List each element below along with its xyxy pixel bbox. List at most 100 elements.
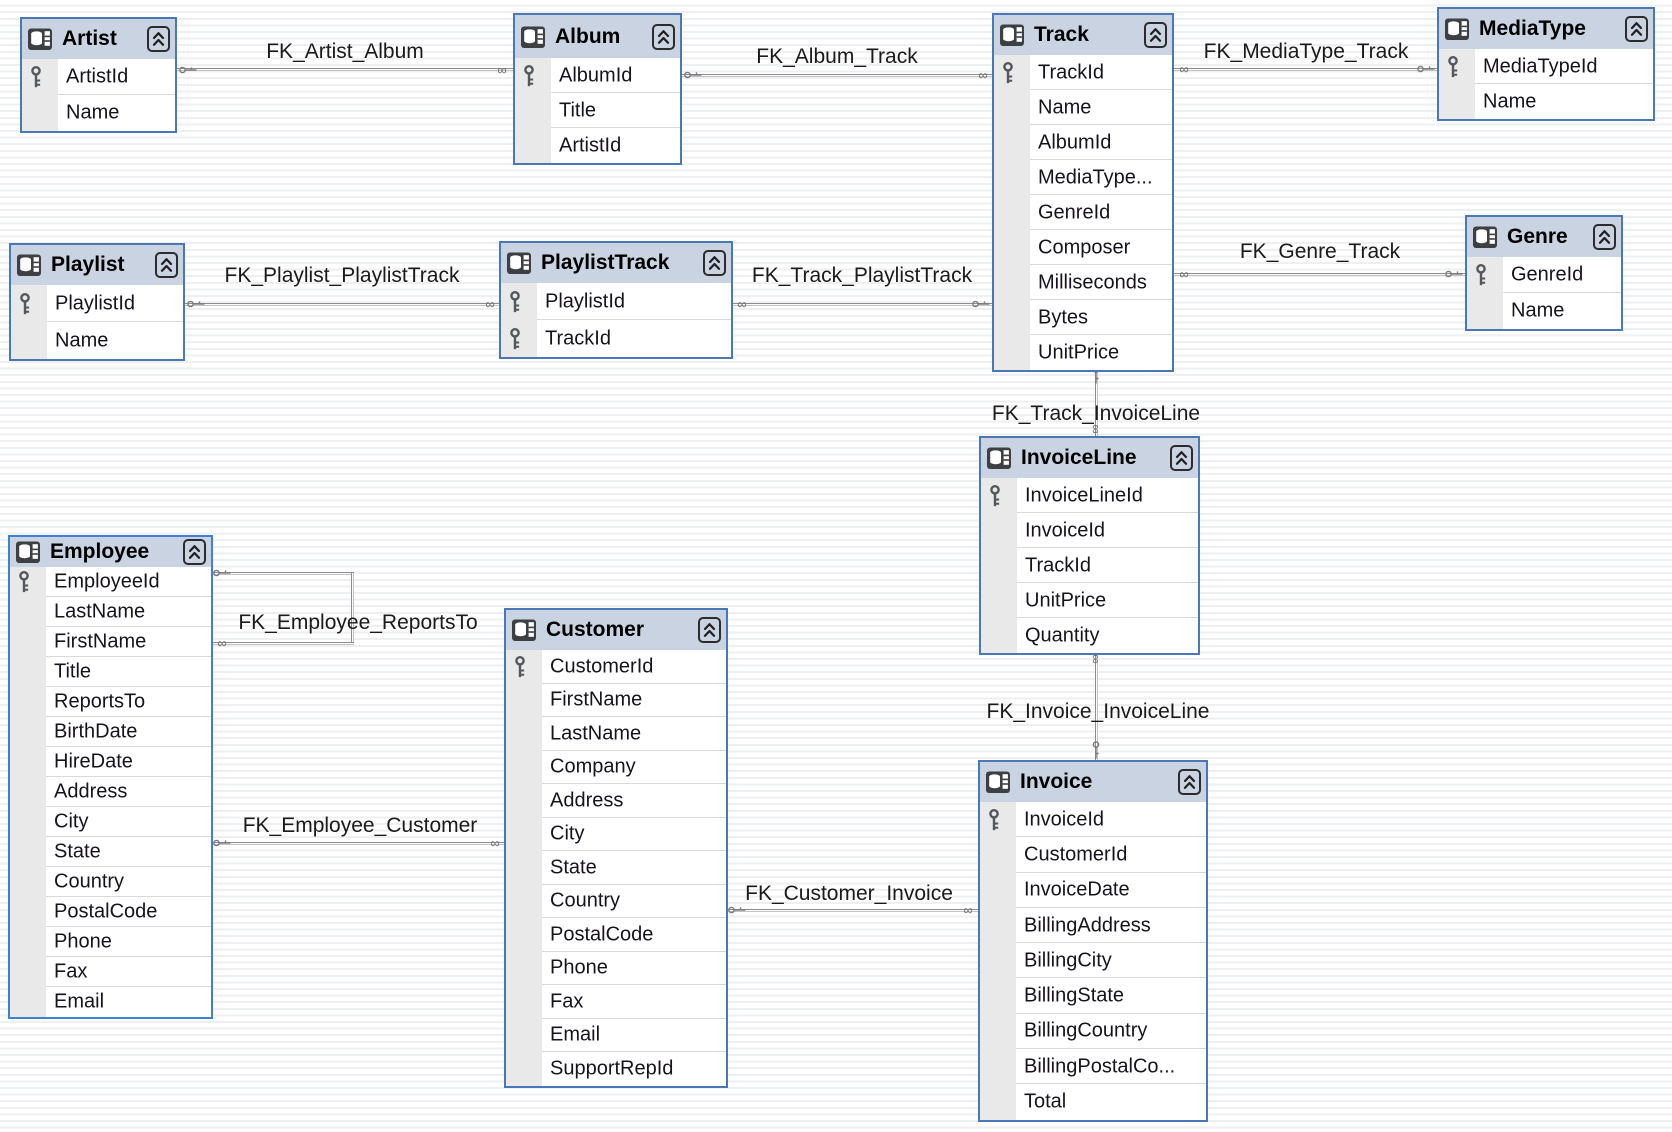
fk-relationship-line[interactable] [177, 68, 513, 71]
field-row[interactable]: State [506, 851, 726, 885]
fk-relationship-line[interactable] [1174, 67, 1437, 71]
fk-relationship-line[interactable] [213, 841, 504, 845]
field-row[interactable]: AlbumId [515, 58, 680, 93]
field-row[interactable]: BirthDate [10, 717, 211, 747]
field-row[interactable]: Name [1467, 293, 1621, 329]
field-row[interactable]: PostalCode [506, 918, 726, 952]
field-row[interactable]: PlaylistId [11, 285, 183, 322]
collapse-button[interactable] [703, 250, 726, 276]
table-header-artist[interactable]: Artist [22, 19, 175, 59]
fk-relationship-line[interactable] [213, 571, 354, 575]
field-row[interactable]: Address [10, 777, 211, 807]
field-row[interactable]: BillingCity [980, 943, 1206, 979]
field-row[interactable]: Phone [10, 927, 211, 957]
field-row[interactable]: Company [506, 751, 726, 785]
table-header-invoiceline[interactable]: InvoiceLine [981, 438, 1198, 478]
field-row[interactable]: MediaType... [994, 160, 1172, 195]
field-row[interactable]: LastName [506, 717, 726, 751]
field-row[interactable]: ReportsTo [10, 687, 211, 717]
field-row[interactable]: Address [506, 784, 726, 818]
field-row[interactable]: Fax [506, 985, 726, 1019]
field-row[interactable]: InvoiceLineId [981, 478, 1198, 513]
field-row[interactable]: BillingCountry [980, 1014, 1206, 1050]
field-row[interactable]: BillingState [980, 978, 1206, 1015]
field-row[interactable]: Name [994, 90, 1172, 125]
field-row[interactable]: Title [10, 657, 211, 687]
field-row[interactable]: GenreId [1467, 257, 1621, 293]
field-row[interactable]: Fax [10, 957, 211, 987]
table-header-track[interactable]: Track [994, 15, 1172, 55]
field-row[interactable]: City [10, 807, 211, 837]
field-row[interactable]: Total [980, 1084, 1206, 1119]
collapse-button[interactable] [147, 26, 170, 52]
table-header-employee[interactable]: Employee [10, 537, 211, 567]
field-row[interactable]: AlbumId [994, 125, 1172, 160]
collapse-button[interactable] [652, 23, 675, 50]
field-row[interactable]: InvoiceDate [980, 873, 1206, 909]
field-row[interactable]: LastName [10, 597, 211, 627]
collapse-button[interactable] [1144, 22, 1167, 48]
field-row[interactable]: Milliseconds [994, 265, 1172, 300]
field-row[interactable]: UnitPrice [981, 583, 1198, 618]
field-row[interactable]: Email [10, 987, 211, 1017]
table-header-playlisttrack[interactable]: PlaylistTrack [501, 243, 731, 283]
field-row[interactable]: CustomerId [506, 650, 726, 684]
field-row[interactable]: Quantity [981, 618, 1198, 653]
field-row[interactable]: Email [506, 1019, 726, 1053]
field-row[interactable]: ArtistId [22, 59, 175, 95]
field-row[interactable]: BillingAddress [980, 908, 1206, 944]
collapse-button[interactable] [1178, 769, 1201, 795]
field-row[interactable]: MediaTypeId [1439, 49, 1653, 84]
field-row[interactable]: BillingPostalCo... [980, 1049, 1206, 1085]
field-row[interactable]: HireDate [10, 747, 211, 777]
table-header-customer[interactable]: Customer [506, 610, 726, 650]
field-row[interactable]: FirstName [10, 627, 211, 657]
fk-relationship-line[interactable] [213, 641, 354, 645]
field-row[interactable]: SupportRepId [506, 1052, 726, 1086]
field-row[interactable]: Name [11, 322, 183, 359]
table-header-playlist[interactable]: Playlist [11, 245, 183, 285]
fk-relationship-line[interactable] [1094, 368, 1098, 436]
field-row[interactable]: Bytes [994, 300, 1172, 335]
field-row[interactable]: FirstName [506, 684, 726, 718]
collapse-button[interactable] [183, 539, 206, 565]
field-row[interactable]: State [10, 837, 211, 867]
field-row[interactable]: Name [22, 95, 175, 131]
fk-relationship-line[interactable] [728, 908, 978, 912]
field-row[interactable]: Title [515, 93, 680, 128]
field-row[interactable]: TrackId [981, 548, 1198, 583]
fk-relationship-line[interactable] [185, 302, 499, 306]
table-header-invoice[interactable]: Invoice [980, 762, 1206, 802]
fk-relationship-line[interactable] [682, 73, 992, 77]
fk-relationship-line[interactable] [1094, 651, 1098, 760]
fk-relationship-line[interactable] [351, 573, 354, 644]
field-row[interactable]: EmployeeId [10, 567, 211, 597]
fk-relationship-line[interactable] [1174, 272, 1465, 276]
collapse-button[interactable] [1593, 224, 1616, 250]
field-row[interactable]: CustomerId [980, 837, 1206, 873]
field-row[interactable]: InvoiceId [981, 513, 1198, 548]
field-row[interactable]: Composer [994, 230, 1172, 265]
field-row[interactable]: Name [1439, 84, 1653, 119]
field-row[interactable]: Country [506, 885, 726, 919]
field-row[interactable]: InvoiceId [980, 802, 1206, 838]
table-header-album[interactable]: Album [515, 15, 680, 58]
collapse-button[interactable] [1625, 16, 1648, 42]
field-row[interactable]: Country [10, 867, 211, 897]
field-row[interactable]: PlaylistId [501, 283, 731, 320]
field-row[interactable]: PostalCode [10, 897, 211, 927]
collapse-button[interactable] [1170, 445, 1193, 471]
field-row[interactable]: UnitPrice [994, 335, 1172, 370]
